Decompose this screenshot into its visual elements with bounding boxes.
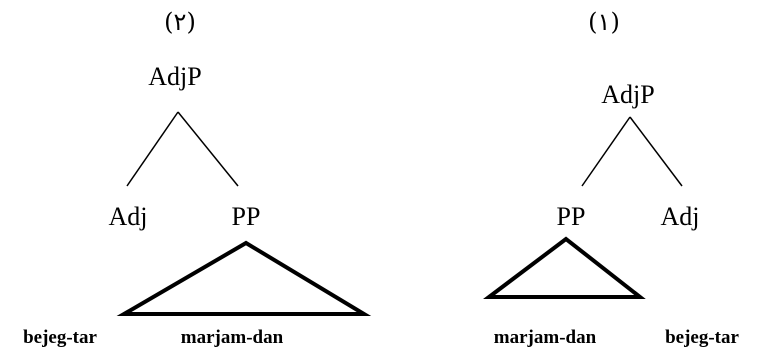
tree-2-adj-node: Adj [109, 202, 148, 231]
tree-2: (٢) AdjP Adj PP bejeg-tar marjam-dan [23, 8, 372, 348]
tree-2-left-word: bejeg-tar [23, 327, 97, 348]
tree-2-right-word: marjam-dan [181, 327, 284, 348]
tree-2-pp-node: PP [232, 202, 261, 231]
tree-2-root-node: AdjP [148, 62, 201, 91]
tree-1: (١) AdjP PP Adj marjam-dan bejeg-tar [483, 8, 739, 348]
tree-2-left-branch [126, 111, 179, 187]
tree-1-pp-triangle [483, 236, 646, 299]
tree-1-pp-node: PP [557, 202, 586, 231]
tree-2-right-branch [177, 111, 239, 187]
tree-1-right-word: bejeg-tar [665, 327, 739, 348]
tree-1-left-branch [581, 116, 631, 187]
tree-1-left-word: marjam-dan [494, 327, 597, 348]
tree-2-pp-triangle [116, 240, 372, 316]
tree-1-number: (١) [588, 8, 620, 36]
tree-1-adj-node: Adj [661, 202, 700, 231]
tree-1-root-node: AdjP [601, 80, 654, 109]
tree-1-right-branch [629, 116, 683, 187]
tree-2-number: (٢) [164, 8, 196, 36]
